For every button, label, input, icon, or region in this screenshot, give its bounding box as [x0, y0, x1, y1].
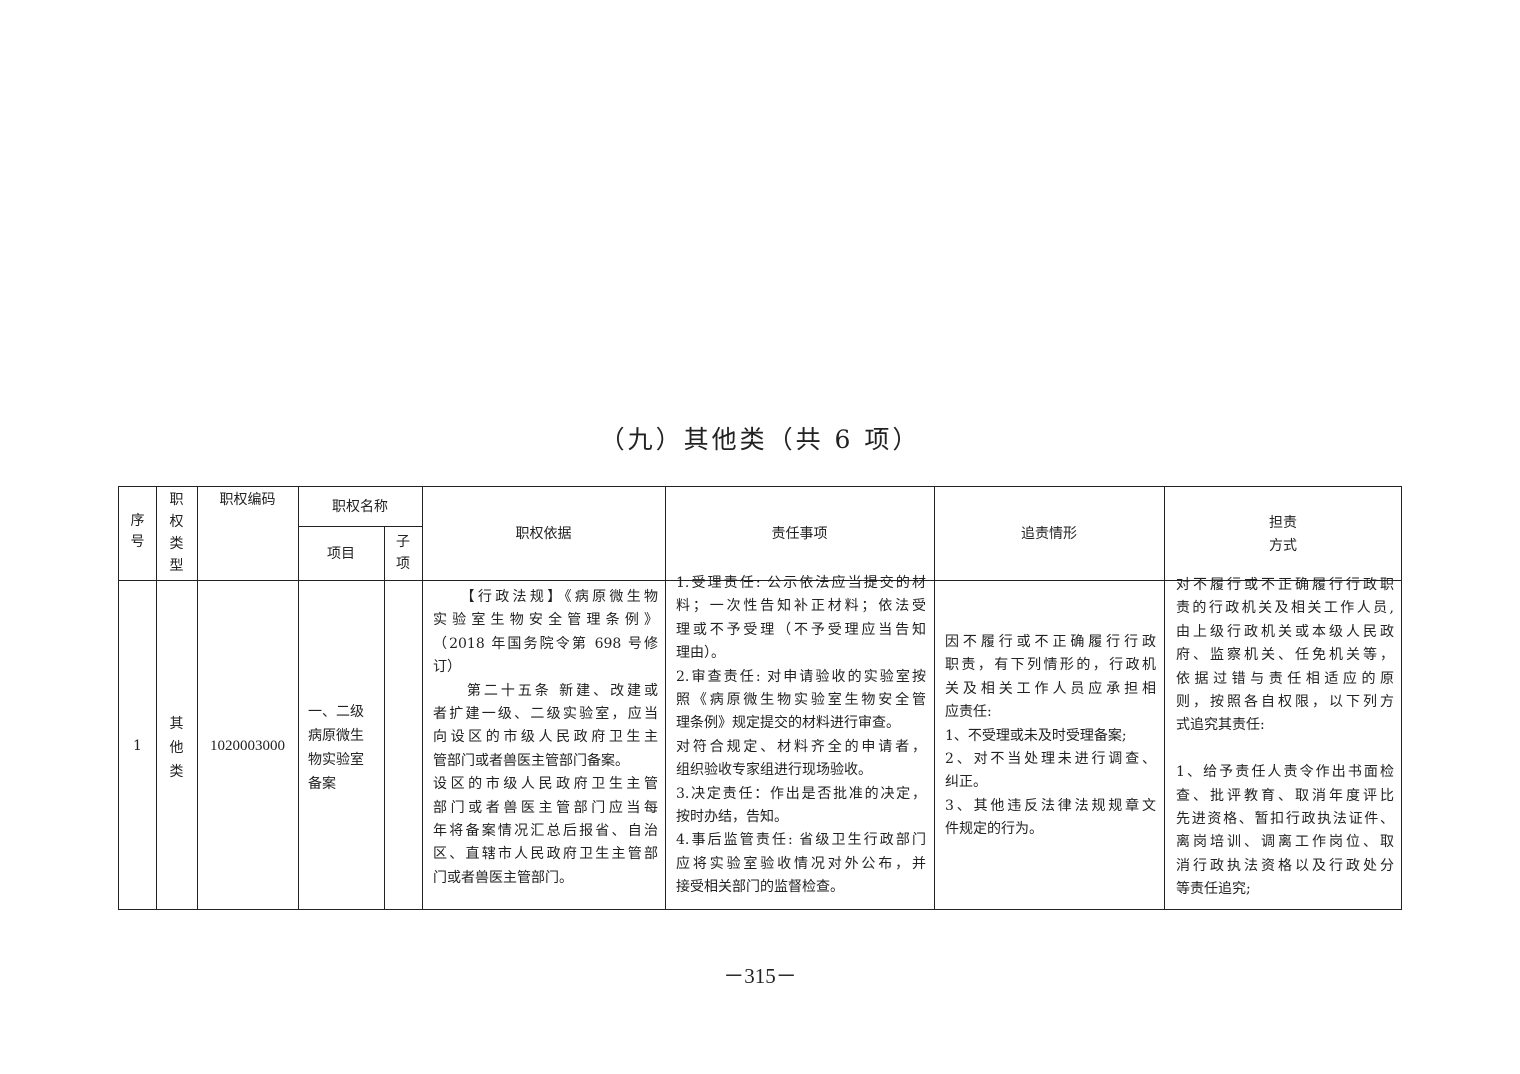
header-method: 担责 方式 [1269, 515, 1297, 554]
row-basis-line: 【行政法规】《病原微生物 [433, 589, 658, 605]
responsibility-table: 序 号 职 权 类 型 职权编码 职权名称 项目 子 项 职权依据 责任事项 追… [118, 486, 1402, 910]
row-method-line: 责的行政机关及相关工作人员, [1176, 600, 1394, 617]
row-method-line: 1、给予责任人责令作出书面检 [1176, 764, 1394, 781]
row-accountability-line: 因不履行或不正确履行行政 [945, 634, 1156, 650]
row-basis-line: 第二十五条 新建、改建或 [433, 682, 658, 699]
row-basis-line: 区、直辖市人民政府卫生主管部 [433, 846, 658, 863]
row-method-line: 府、监察机关、任免机关等， [1176, 647, 1394, 664]
row-accountability-line: 1、不受理或未及时受理备案; [945, 727, 1127, 744]
row-type: 其 他 类 [169, 716, 184, 780]
row-duties-line: 对符合规定、材料齐全的申请者， [676, 738, 926, 755]
row-basis-line: 实验室生物安全管理条例》 [433, 612, 658, 629]
header-duties: 责任事项 [771, 526, 828, 542]
row-code: 1020003000 [210, 738, 285, 754]
row-accountability-line: 2、对不当处理未进行调查、 [945, 751, 1156, 767]
row-duties-line: 料；一次性告知补正材料；依法受 [676, 598, 926, 615]
row-basis-line: 者扩建一级、二级实验室，应当 [433, 706, 658, 722]
row-accountability-line: 应责任: [945, 704, 992, 721]
header-seq: 序 号 [130, 513, 145, 550]
row-accountability-line: 件规定的行为。 [945, 821, 1043, 838]
row-basis-line: 管部门或者兽医主管部门备案。 [433, 752, 629, 769]
row-basis-line: 门或者兽医主管部门。 [433, 869, 573, 886]
row-accountability-line: 职责，有下列情形的，行政机 [945, 657, 1156, 674]
row-basis-line: 部门或者兽医主管部门应当每 [433, 799, 658, 816]
row-accountability-line: 关及相关工作人员应承担相 [945, 680, 1156, 697]
row-method-line: 等责任追究; [1176, 881, 1251, 898]
header-accountability: 追责情形 [1021, 526, 1077, 542]
row-basis-line: 订） [433, 659, 461, 676]
row-duties-line: 理或不予受理（不予受理应当告知 [676, 621, 926, 638]
row-duties-line: 理条例》规定提交的材料进行审查。 [676, 715, 900, 732]
row-method-line: 式追究其责任: [1176, 717, 1265, 734]
row-method-line: 由上级行政机关或本级人民政 [1176, 623, 1394, 640]
row-basis-line: 年将备案情况汇总后报省、自治 [433, 823, 658, 839]
row-item: 一、二级 病原微生 物实验室 备案 [308, 704, 364, 792]
row-accountability-line: 纠正。 [945, 774, 987, 791]
page-number: －315－ [723, 964, 797, 988]
header-code: 职权编码 [219, 492, 276, 508]
row-basis-line: 向设区的市级人民政府卫生主 [433, 729, 658, 746]
row-basis-line: （2018 年国务院令第 698 号修 [433, 635, 658, 652]
row-method-line: 离岗培训、调离工作岗位、取 [1176, 834, 1394, 851]
row-method-line: 消行政执法资格以及行政处分 [1176, 857, 1394, 874]
row-method-line: 则，按照各自权限，以下列方 [1176, 694, 1394, 710]
row-duties-line: 应将实验室验收情况对外公布，并 [676, 855, 926, 872]
row-method-line: 查、批评教育、取消年度评比 [1176, 787, 1394, 804]
row-duties-line: 2.审查责任: 对申请验收的实验室按 [676, 668, 926, 685]
header-type: 职 权 类 型 [169, 492, 184, 574]
section-title: （九）其他类（共 6 项） [599, 425, 921, 454]
row-method-line: 对不履行或不正确履行行政职 [1176, 577, 1394, 593]
row-seq: 1 [133, 738, 142, 754]
row-method-line: 依据过错与责任相适应的原 [1176, 670, 1394, 687]
row-accountability-line: 3、其他违反法律法规规章文 [945, 797, 1156, 814]
header-subitem: 子 项 [396, 534, 410, 572]
row-duties-line: 1.受理责任: 公示依法应当提交的材 [676, 575, 926, 591]
header-item: 项目 [327, 546, 355, 562]
row-duties-line: 按时办结，告知。 [676, 809, 788, 825]
header-basis: 职权依据 [515, 526, 572, 542]
row-duties-line: 4.事后监管责任: 省级卫生行政部门 [676, 832, 926, 849]
row-duties-line: 照《病原微生物实验室生物安全管 [676, 692, 926, 708]
row-basis-line: 设区的市级人民政府卫生主管 [433, 776, 658, 793]
row-duties-line: 理由）。 [676, 645, 725, 662]
row-duties-line: 接受相关部门的监督检查。 [676, 879, 844, 896]
header-name: 职权名称 [332, 499, 388, 515]
row-duties-line: 组织验收专家组进行现场验收。 [676, 762, 872, 779]
row-duties-line: 3.决定责任：作出是否批准的决定， [676, 785, 926, 802]
row-method-line: 先进资格、暂扣行政执法证件、 [1176, 811, 1394, 827]
